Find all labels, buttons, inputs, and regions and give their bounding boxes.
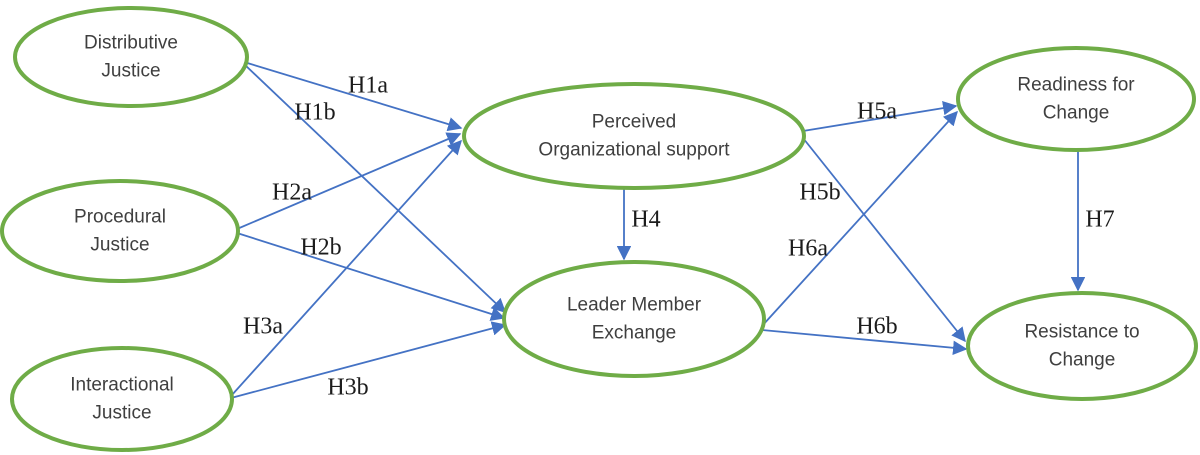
arrow-h6a [761,110,958,327]
arrow-h1b [243,63,507,313]
arrow-h2a [236,132,462,230]
arrow-h5b [802,137,966,343]
arrow-h3a [230,139,462,397]
arrow-h3b [230,321,507,399]
ellipse-leader-member-exchange [502,260,766,378]
ellipse-distributive-justice [13,6,249,108]
ellipse-procedural-justice [0,179,240,283]
ellipse-readiness-for-change [956,46,1196,152]
ellipse-resistance-to-change [966,291,1198,401]
arrow-h2b [236,232,506,321]
arrow-h1a [243,61,463,132]
arrow-h6b [761,329,968,355]
arrow-h5a [802,100,958,132]
ellipse-interactional-justice [10,346,234,452]
ellipse-perceived-organizational-support [462,82,806,190]
